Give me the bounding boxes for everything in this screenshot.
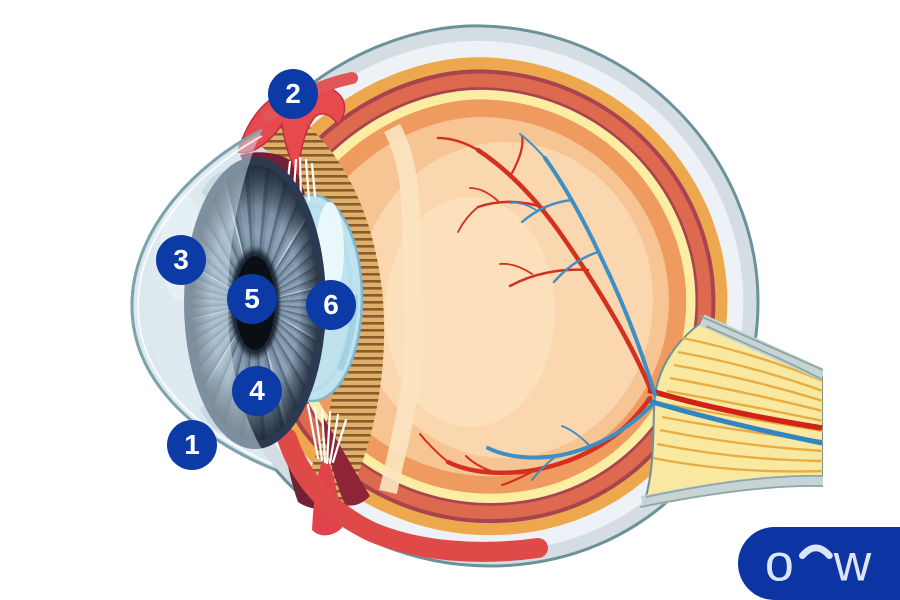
label-badge-2[interactable]: 2 bbox=[268, 69, 318, 119]
logo-arc-icon bbox=[798, 544, 833, 559]
brand-logo: o w bbox=[738, 527, 900, 600]
central-retinal-vein bbox=[645, 397, 823, 446]
retinal-veins bbox=[486, 133, 657, 481]
optic-nerve-sheath bbox=[639, 314, 823, 508]
ciliary-red-band-bottom bbox=[277, 428, 548, 562]
vitreous-body bbox=[357, 123, 653, 494]
ciliary-muscle-bottom bbox=[312, 455, 342, 536]
brand-logo-mark: o w bbox=[765, 539, 872, 589]
label-badge-4[interactable]: 4 bbox=[232, 366, 282, 416]
retinal-arteries bbox=[419, 134, 653, 487]
logo-letter-w: w bbox=[833, 539, 872, 589]
logo-letter-o: o bbox=[765, 539, 794, 589]
label-badge-5[interactable]: 5 bbox=[227, 274, 277, 324]
optic-nerve-fibers bbox=[652, 336, 823, 473]
label-badge-6[interactable]: 6 bbox=[306, 280, 356, 330]
optic-nerve bbox=[639, 314, 823, 508]
label-badge-1[interactable]: 1 bbox=[167, 420, 217, 470]
ciliary-cavity-bottom-right bbox=[322, 415, 370, 506]
central-retinal-artery bbox=[647, 387, 823, 431]
label-badge-3[interactable]: 3 bbox=[156, 235, 206, 285]
